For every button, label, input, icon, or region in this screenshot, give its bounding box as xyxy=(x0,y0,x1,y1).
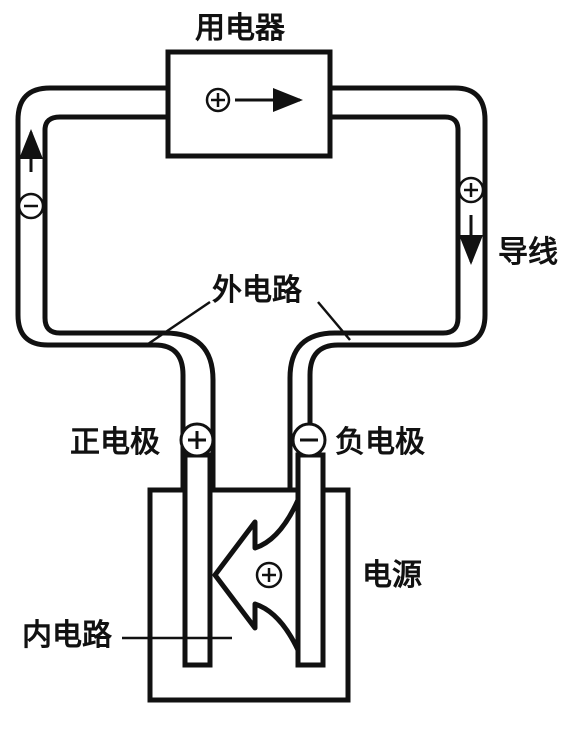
plus-charge-right-wire xyxy=(457,176,485,204)
positive-electrode-label: 正电极 xyxy=(70,425,160,460)
plus-charge-source xyxy=(255,561,283,589)
external-circuit-label: 外电路 xyxy=(212,273,303,308)
current-arrows xyxy=(19,88,483,265)
negative-terminal xyxy=(291,422,327,458)
external-wire xyxy=(15,85,488,488)
external-circuit-leaders xyxy=(147,300,351,346)
power-source-label: 电源 xyxy=(362,558,422,593)
wire-label: 导线 xyxy=(498,235,558,270)
positive-terminal xyxy=(179,422,215,458)
negative-electrode-label: 负电极 xyxy=(335,425,425,460)
internal-circuit-label: 内电路 xyxy=(22,618,113,653)
minus-charge-left-wire xyxy=(17,192,45,220)
appliance-box xyxy=(165,49,333,159)
appliance-label: 用电器 xyxy=(195,11,286,46)
plus-charge-appliance xyxy=(205,87,231,113)
